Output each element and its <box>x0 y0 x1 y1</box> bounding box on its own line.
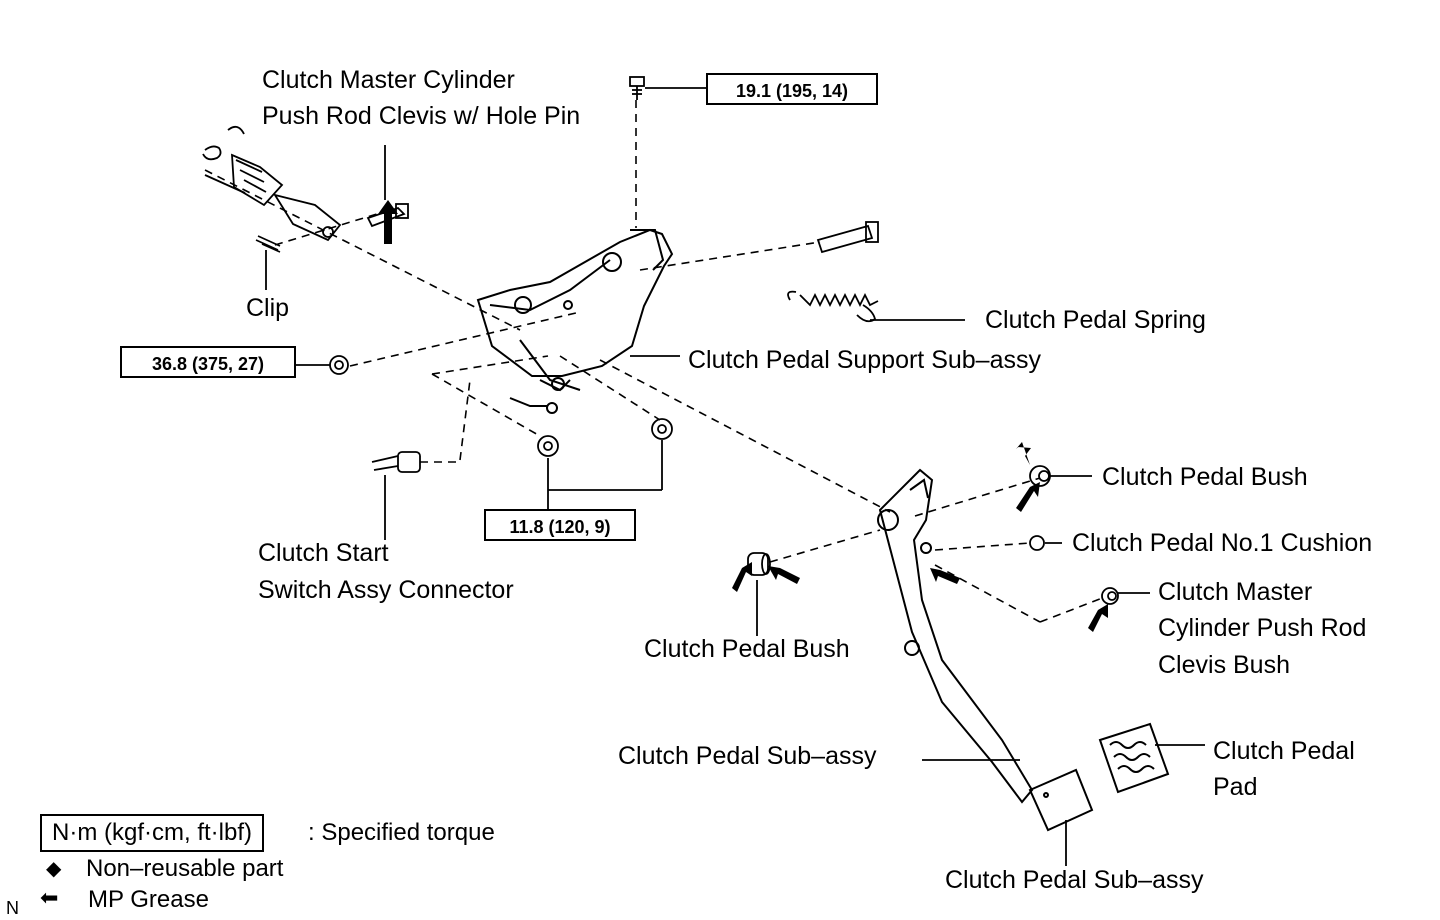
top-bolt <box>629 76 645 100</box>
label-spring: Clutch Pedal Spring <box>985 306 1206 334</box>
label-clevis-bush-line1: Clutch Master <box>1158 578 1313 606</box>
label-pedal-pad-line2: Pad <box>1213 773 1258 801</box>
label-pedal-sub-mid: Clutch Pedal Sub–assy <box>618 742 877 770</box>
pedal-pad <box>1098 722 1170 794</box>
cushion <box>1029 535 1045 551</box>
legend-grease: MP Grease <box>88 886 209 913</box>
label-cushion: Clutch Pedal No.1 Cushion <box>1072 529 1373 557</box>
bush-left <box>747 552 771 576</box>
torque-lower-nuts: 11.8 (120, 9) <box>484 509 636 541</box>
legend-non-reusable: Non–reusable part <box>86 855 284 882</box>
label-clevis-bush-line2: Cylinder Push Rod <box>1158 614 1367 642</box>
label-clevis-bush-line3: Clevis Bush <box>1158 651 1290 679</box>
corner-mark: N <box>6 898 19 918</box>
grease-arrow-icon: ⬅ <box>40 885 59 910</box>
pedal-arm <box>877 468 1094 832</box>
grease-arrows <box>378 200 1108 632</box>
spring-bolt <box>816 221 879 254</box>
label-start-switch-line1: Clutch Start <box>258 539 389 567</box>
label-pedal-sub-bottom: Clutch Pedal Sub–assy <box>945 866 1204 894</box>
label-bush-right: Clutch Pedal Bush <box>1102 463 1308 491</box>
diamond-icon: ◆ <box>46 858 62 880</box>
label-pedal-pad-line1: Clutch Pedal <box>1213 737 1355 765</box>
nut-lower-2 <box>651 418 673 440</box>
label-clevis-pin-line2: Push Rod Clevis w/ Hole Pin <box>262 102 581 130</box>
clevis-bush <box>1101 587 1119 605</box>
start-switch-connector <box>371 451 421 473</box>
bush-right <box>1029 465 1051 487</box>
legend-torque-desc: : Specified torque <box>308 819 495 846</box>
pedal-support-bracket <box>476 228 674 414</box>
torque-left-nut: 36.8 (375, 27) <box>120 346 296 378</box>
legend-torque-box: N·m (kgf·cm, ft·lbf) <box>40 814 264 852</box>
master-cylinder-rod <box>202 125 342 242</box>
label-start-switch-line2: Switch Assy Connector <box>258 576 514 604</box>
label-support: Clutch Pedal Support Sub–assy <box>688 346 1041 374</box>
label-clevis-pin-line1: Clutch Master Cylinder <box>262 66 515 94</box>
pedal-spring <box>787 290 879 323</box>
nut-lower-1 <box>537 435 559 457</box>
torque-top-bolt: 19.1 (195, 14) <box>706 73 878 105</box>
label-bush-left: Clutch Pedal Bush <box>644 635 850 663</box>
clip <box>255 235 281 253</box>
label-clip: Clip <box>246 294 290 322</box>
assembly-dashed-lines <box>204 100 1106 623</box>
leader-lines <box>265 87 1205 866</box>
nut-left <box>329 355 349 375</box>
